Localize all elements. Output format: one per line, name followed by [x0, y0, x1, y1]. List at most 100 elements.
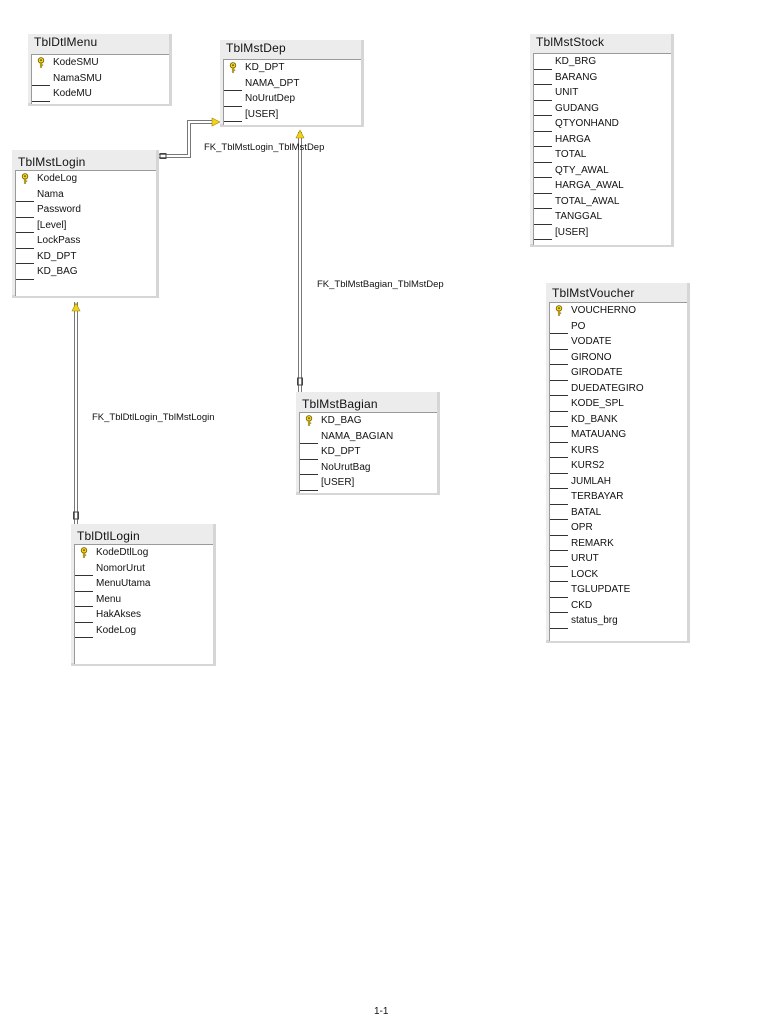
field-name: MATAUANG — [571, 429, 627, 440]
table-row[interactable]: KodeMU — [32, 86, 169, 102]
table-row[interactable]: TGLUPDATE — [550, 582, 687, 598]
table-row[interactable]: CKD — [550, 598, 687, 613]
table-row[interactable]: BARANG — [534, 70, 671, 85]
field-name: VODATE — [571, 336, 612, 347]
field-name: TOTAL_AWAL — [555, 195, 620, 207]
table-row[interactable]: KD_BRG — [534, 54, 671, 70]
table-row[interactable]: KodeLog — [16, 171, 156, 187]
row-selector — [16, 218, 34, 233]
table-row[interactable]: TERBAYAR — [550, 489, 687, 505]
row-selector — [75, 623, 93, 638]
table-row[interactable]: [USER] — [224, 107, 361, 122]
table-row[interactable]: MenuUtama — [75, 576, 213, 592]
field-name: JUMLAH — [571, 475, 612, 487]
table-row[interactable]: KodeSMU — [32, 55, 169, 71]
field-name: KodeDtlLog — [96, 547, 149, 558]
table-row[interactable]: PO — [550, 319, 687, 334]
table-row[interactable]: KURS2 — [550, 458, 687, 474]
table-row[interactable]: Password — [16, 202, 156, 218]
table-row[interactable]: BATAL — [550, 505, 687, 520]
table-row[interactable]: QTYONHAND — [534, 116, 671, 132]
field-name: KD_DPT — [321, 446, 361, 457]
table-row[interactable]: [USER] — [300, 475, 437, 491]
field-name: NoUrutDep — [245, 93, 296, 104]
row-selector — [75, 576, 93, 592]
field-name: KD_DPT — [245, 62, 285, 73]
field-name: OPR — [571, 522, 593, 533]
table-row[interactable]: NAMA_DPT — [224, 76, 361, 91]
row-selector — [534, 132, 552, 147]
table-row[interactable]: TOTAL_AWAL — [534, 194, 671, 209]
row-selector — [534, 147, 552, 163]
table-row[interactable]: REMARK — [550, 536, 687, 551]
field-name: KD_DPT — [37, 250, 77, 262]
table-row[interactable]: GUDANG — [534, 101, 671, 116]
relationship-line-dtllogin-mstlogin-end-marker — [71, 302, 81, 520]
table-row[interactable]: KodeLog — [75, 623, 213, 638]
table-row[interactable]: KD_BAG — [16, 264, 156, 280]
table-row[interactable]: NamaSMU — [32, 71, 169, 86]
field-name: LockPass — [37, 235, 81, 246]
table-row[interactable]: QTY_AWAL — [534, 163, 671, 178]
table-row[interactable]: KD_DPT — [300, 444, 437, 460]
row-selector — [550, 365, 568, 381]
table-row[interactable]: status_brg — [550, 613, 687, 629]
row-selector — [550, 536, 568, 551]
table-row[interactable]: TANGGAL — [534, 209, 671, 225]
table-row[interactable]: LOCK — [550, 567, 687, 582]
table-row[interactable]: NAMA_BAGIAN — [300, 429, 437, 444]
table-row[interactable]: KodeDtlLog — [75, 545, 213, 561]
row-selector — [534, 85, 552, 101]
row-selector — [75, 561, 93, 576]
table-row[interactable]: MATAUANG — [550, 427, 687, 443]
table-row[interactable]: KURS — [550, 443, 687, 458]
table-row[interactable]: NoUrutDep — [224, 91, 361, 107]
table-row[interactable]: KD_DPT — [224, 60, 361, 76]
table-row[interactable]: KD_BANK — [550, 412, 687, 427]
table-title: TblMstStock — [536, 35, 605, 49]
table-row[interactable]: VODATE — [550, 334, 687, 350]
row-selector — [16, 249, 34, 264]
table-row[interactable]: UNIT — [534, 85, 671, 101]
row-selector — [550, 319, 568, 334]
table-row[interactable]: DUEDATEGIRO — [550, 381, 687, 396]
table-row[interactable]: URUT — [550, 551, 687, 567]
table-row[interactable]: [Level] — [16, 218, 156, 233]
table-row[interactable]: JUMLAH — [550, 474, 687, 489]
table-row[interactable]: NomorUrut — [75, 561, 213, 576]
table-row[interactable]: Nama — [16, 187, 156, 202]
table-row[interactable]: OPR — [550, 520, 687, 536]
field-name: KODE_SPL — [571, 398, 624, 409]
table-row[interactable]: GIRONO — [550, 350, 687, 365]
table-row[interactable]: HARGA — [534, 132, 671, 147]
field-name: TOTAL — [555, 149, 587, 160]
row-selector — [534, 163, 552, 178]
table-row[interactable]: GIRODATE — [550, 365, 687, 381]
field-name: TANGGAL — [555, 211, 603, 222]
table-row[interactable]: [USER] — [534, 225, 671, 240]
row-selector — [550, 505, 568, 520]
row-selector — [550, 458, 568, 474]
table-row[interactable]: KODE_SPL — [550, 396, 687, 412]
row-selector — [550, 350, 568, 365]
table-row[interactable]: HARGA_AWAL — [534, 178, 671, 194]
field-name: [USER] — [245, 108, 279, 120]
table-row[interactable]: TOTAL — [534, 147, 671, 163]
row-selector — [224, 91, 242, 107]
table-row[interactable]: Menu — [75, 592, 213, 607]
table-row[interactable]: KD_BAG — [300, 413, 437, 429]
table-row[interactable]: VOUCHERNO — [550, 303, 687, 319]
table-row[interactable]: HakAkses — [75, 607, 213, 623]
row-selector — [534, 54, 552, 70]
table-row[interactable]: KD_DPT — [16, 249, 156, 264]
table-row[interactable]: LockPass — [16, 233, 156, 249]
table-row[interactable]: NoUrutBag — [300, 460, 437, 475]
